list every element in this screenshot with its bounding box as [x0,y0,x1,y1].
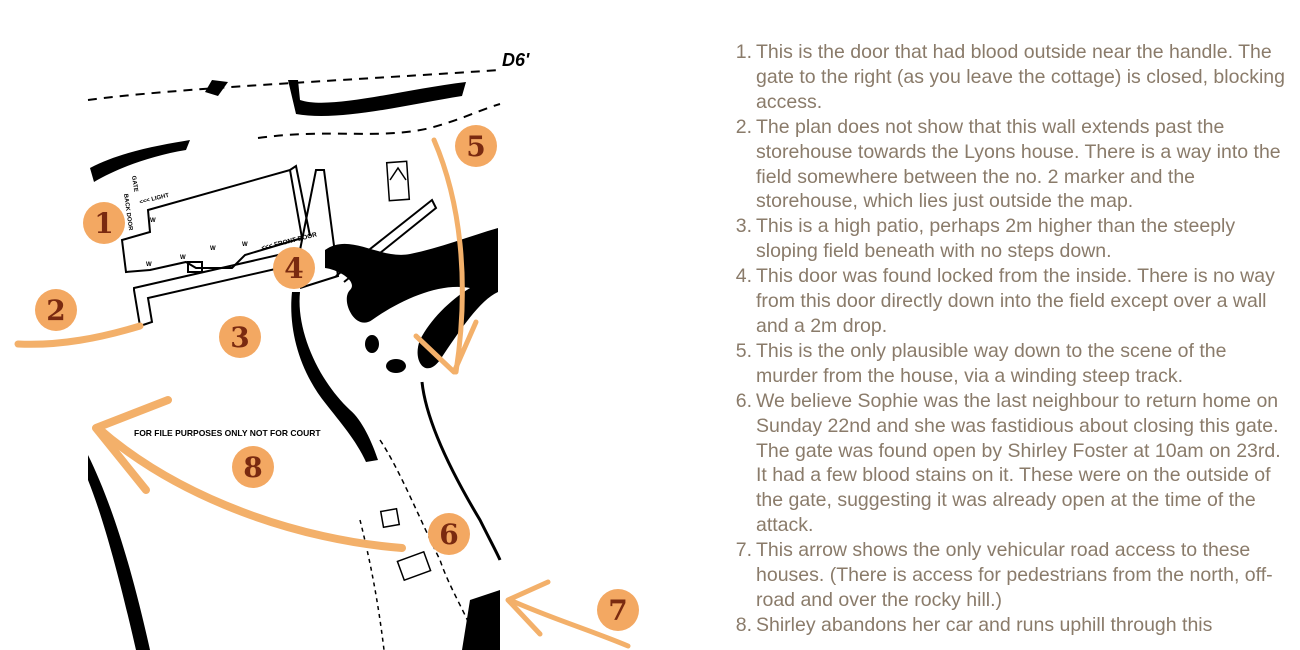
track-edge [420,381,502,561]
svg-text:1: 1 [94,207,113,240]
file-purpose-note: FOR FILE PURPOSES ONLY NOT FOR COURT [134,428,321,438]
site-plan-map: D6' GATE BACK DOOR <<< LIGHT <<< FRONT D… [14,50,639,650]
numbered-notes-list: 1.This is the door that had blood outsid… [730,40,1290,638]
route-arrow-8-head [92,396,172,494]
route-arrow-5 [431,137,465,375]
svg-text:2: 2 [46,294,65,327]
svg-text:3: 3 [230,321,249,354]
svg-text:7: 7 [608,594,627,627]
rock-outcrop [365,335,379,353]
rock-outcrop [424,330,440,342]
note-text: This is the only plausible way down to t… [756,339,1227,387]
note-item: 7.This arrow shows the only vehicular ro… [730,538,1290,613]
car-symbol [385,160,411,202]
note-number: 7. [735,539,752,562]
window-label: W [150,218,156,224]
marker-3: 3 [219,316,261,358]
note-number: 4. [735,265,752,288]
marker-1: 1 [83,202,125,244]
corner-mark: D6' [502,50,530,70]
note-number: 3. [735,215,752,238]
route-arrow-7-head [505,579,551,637]
route-arrow-5-head [413,319,479,375]
svg-text:8: 8 [243,451,262,484]
boundary-dashed-line [257,103,501,139]
note-number: 2. [735,115,752,138]
note-text: This is a high patio, perhaps 2m higher … [756,215,1236,263]
rock-outcrop [291,292,378,462]
note-number: 8. [735,613,752,636]
gate-symbol [396,550,432,582]
note-text: This arrow shows the only vehicular road… [756,539,1273,611]
note-item: 2.The plan does not show that this wall … [730,115,1290,215]
note-text: The plan does not show that this wall ex… [756,115,1281,213]
light-label: <<< LIGHT [139,193,170,206]
window-label: W [242,242,248,248]
note-text: Shirley abandons her car and runs uphill… [756,613,1213,636]
note-item: 3.This is a high patio, perhaps 2m highe… [730,214,1290,264]
window-label: W [180,255,186,261]
rock-outcrop [386,359,406,373]
note-text: This door was found locked from the insi… [756,265,1275,337]
gate-symbol [379,507,401,529]
svg-text:6: 6 [439,518,458,551]
route-arrow-7 [507,597,631,649]
rock-outcrop [288,80,466,117]
note-number: 5. [735,339,752,362]
marker-2: 2 [35,289,77,331]
svg-text:4: 4 [284,252,303,285]
gate-label: GATE [130,175,138,192]
track-edge [359,519,385,650]
note-number: 6. [735,389,752,412]
route-arrow-2 [14,322,144,348]
note-item: 4.This door was found locked from the in… [730,264,1290,339]
route-arrow-8 [94,424,406,552]
rock-outcrop [325,228,498,369]
marker-4: 4 [273,247,315,289]
marker-5: 5 [455,125,497,167]
rock-outcrop [88,455,150,650]
window-label: W [146,262,152,268]
rock-outcrop [462,590,500,650]
note-item: 6.We believe Sophie was the last neighbo… [730,389,1290,538]
note-text: This is the door that had blood outside … [756,41,1285,113]
note-item: 8.Shirley abandons her car and runs uphi… [730,613,1290,638]
note-text: We believe Sophie was the last neighbour… [756,389,1281,537]
note-number: 1. [735,41,752,63]
svg-text:5: 5 [466,130,485,163]
window-label: W [210,246,216,252]
boundary-dashed-line [87,69,501,101]
marker-7: 7 [597,589,639,631]
rock-outcrop [205,80,228,96]
marker-6: 6 [428,513,470,555]
back-door-label: BACK DOOR [122,193,133,231]
note-item: 5.This is the only plausible way down to… [730,339,1290,389]
rock-outcrop [90,140,190,182]
marker-8: 8 [232,446,274,488]
note-item: 1.This is the door that had blood outsid… [730,40,1290,115]
